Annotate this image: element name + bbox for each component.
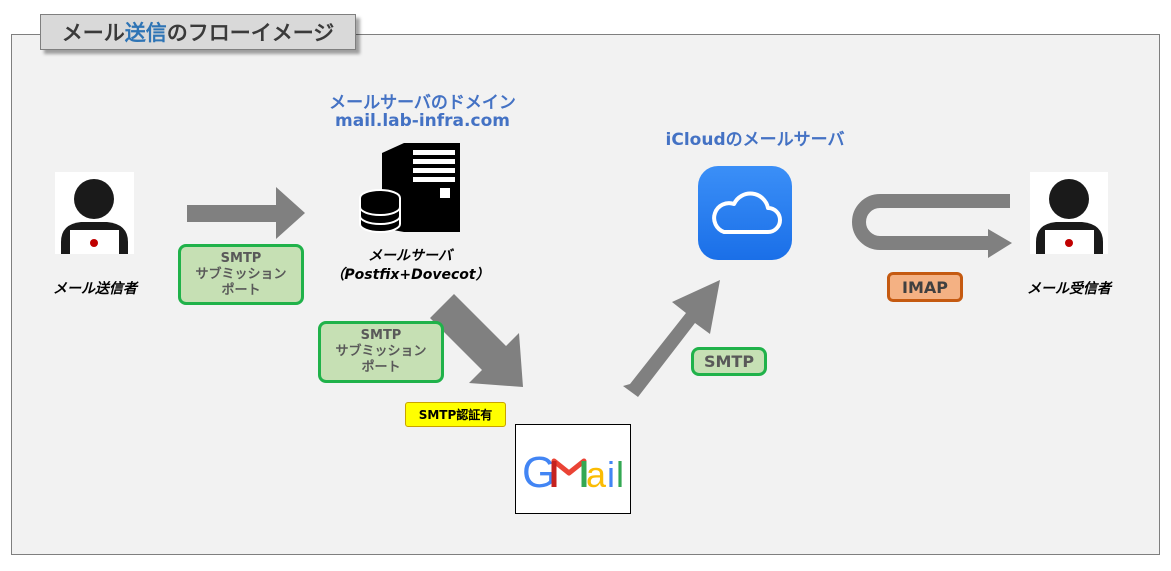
svg-text:a: a (586, 454, 607, 495)
mail-server-label-line1: メールサーバ (368, 248, 452, 264)
svg-text:i: i (607, 454, 615, 495)
icloud-label: iCloudのメールサーバ (665, 130, 845, 150)
badge-line: サブミッション (335, 344, 427, 359)
domain-label-line2: mail.lab-infra.com (335, 111, 510, 131)
arrow-icloud-to-receiver (852, 194, 1010, 250)
badge-line: ポート (221, 282, 261, 298)
submission-port-badge-1: SMTP サブミッション ポート (178, 244, 304, 305)
submission-port-badge-2: SMTP サブミッション ポート (318, 321, 444, 383)
user-icon (61, 179, 128, 254)
mail-server-label-line2: （Postfix+Dovecot） (330, 267, 490, 283)
gmail-logo: G a i l (522, 448, 624, 497)
domain-label-line1: メールサーバのドメイン (329, 93, 516, 113)
title-suffix: のフローイメージ (166, 21, 335, 45)
arrow-gmail-to-icloud (623, 280, 720, 397)
arrow-server-to-gmail (430, 294, 523, 387)
badge-line: SMTP (360, 328, 402, 343)
title-prefix: メール (61, 21, 125, 45)
smtp-badge: SMTP (691, 347, 767, 376)
badge-line: SMTP (220, 250, 262, 266)
sender-person-card (55, 172, 134, 254)
user-icon (1036, 179, 1103, 254)
title-accent: 送信 (124, 21, 167, 45)
badge-line: ポート (361, 360, 401, 375)
svg-text:G: G (522, 448, 556, 497)
arrow-sender-to-server (187, 187, 305, 239)
arrow-icloud-to-receiver-head (988, 229, 1012, 258)
smtp-auth-badge: SMTP認証有 (405, 402, 506, 427)
receiver-person-card (1030, 172, 1108, 254)
diagram-title: メール送信のフローイメージ (40, 14, 356, 50)
gmail-logo-box: G a i l (515, 424, 631, 514)
receiver-label: メール受信者 (1027, 281, 1111, 297)
cloud-icon (712, 191, 782, 234)
badge-line: サブミッション (195, 266, 287, 282)
svg-text:l: l (616, 454, 624, 495)
sender-label: メール送信者 (53, 281, 137, 297)
icloud-icon (698, 166, 792, 260)
imap-badge: IMAP (887, 272, 963, 302)
